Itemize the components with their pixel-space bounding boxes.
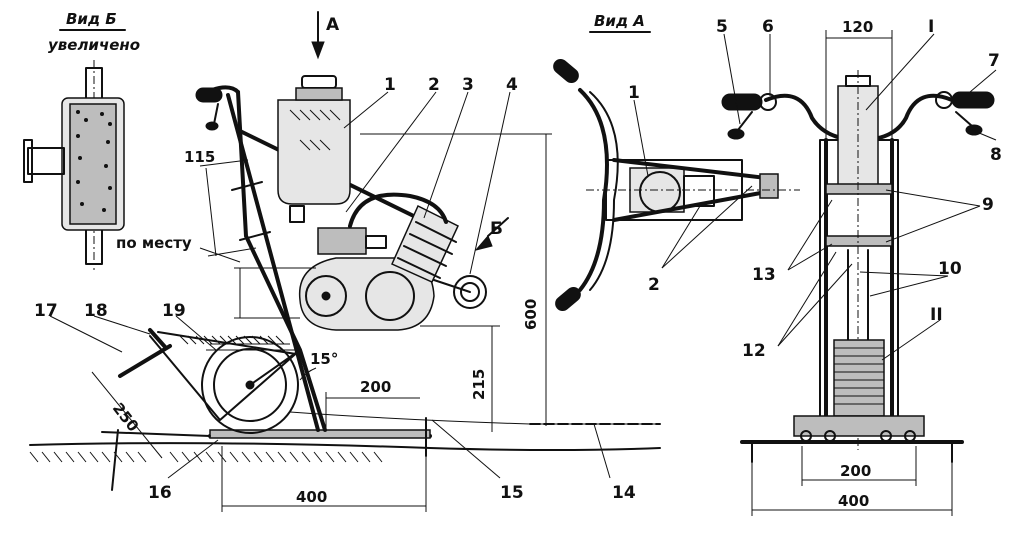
callout-19: 19 (162, 301, 186, 321)
dim-15deg: 15° (310, 350, 338, 368)
callout-11: II (930, 305, 943, 325)
anchor-spike (111, 429, 119, 491)
view-b-title: Вид Б (66, 10, 117, 28)
brake-lever (118, 344, 172, 378)
front-view: 120 200 400 I 5 6 7 8 9 10 II 12 13 (716, 17, 1002, 516)
view-a-grip-bottom (555, 287, 581, 311)
callout-1-side: 1 (384, 75, 396, 95)
callout-6: 6 (762, 17, 774, 37)
view-a-pulley (759, 173, 779, 199)
dim-400-side: 400 (296, 488, 327, 506)
dim-po-mestu: по месту (116, 234, 192, 252)
callout-7: 7 (988, 51, 1000, 71)
dimension-lines (91, 133, 552, 512)
engine-flywheel (305, 275, 347, 317)
dim-400-front: 400 (838, 492, 869, 510)
grip-left-front (721, 93, 763, 111)
callout-5: 5 (716, 17, 728, 37)
winch-drum (201, 336, 299, 434)
dim-600: 600 (522, 299, 540, 330)
ground-line (29, 442, 661, 451)
callout-10: 10 (938, 259, 962, 279)
side-view: А (29, 11, 661, 512)
dim-115: 115 (184, 148, 215, 166)
arrow-b-label: Б (490, 219, 503, 239)
callout-12: 12 (742, 341, 766, 361)
callout-1-front: I (928, 17, 934, 37)
dim-200-front: 200 (840, 462, 871, 480)
front-leaders (723, 33, 997, 361)
callout-15: 15 (500, 483, 524, 503)
view-a-leaders (633, 99, 753, 269)
callout-1-topview: 1 (628, 83, 640, 103)
fuel-tank (277, 99, 351, 205)
dim-215: 215 (470, 369, 488, 400)
callout-17: 17 (34, 301, 58, 321)
dim-250: 250 (109, 399, 142, 435)
arrow-a-label: А (326, 15, 340, 35)
callout-leaders (49, 91, 611, 479)
cable-rope (289, 411, 660, 425)
grip-right-front (951, 91, 995, 109)
view-a-grip-top (553, 59, 579, 83)
view-b-subtitle: увеличено (48, 36, 140, 54)
carburetor (317, 227, 367, 255)
callout-2-side: 2 (428, 75, 440, 95)
callout-4: 4 (506, 75, 518, 95)
callout-8: 8 (990, 145, 1002, 165)
front-winch-drum (833, 339, 885, 417)
view-a-title: Вид А (594, 12, 645, 30)
callout-14: 14 (612, 483, 636, 503)
dim-200-side: 200 (360, 378, 391, 396)
callout-3: 3 (462, 75, 474, 95)
callout-16: 16 (148, 483, 172, 503)
view-a-top: Вид А 1 2 (553, 12, 800, 311)
front-crossbar-upper (825, 183, 893, 195)
front-crossbar-lower (825, 235, 893, 247)
exhaust-pipe (348, 192, 448, 228)
callout-18: 18 (84, 301, 108, 321)
view-a-handlebar (578, 88, 609, 292)
handle-grip-left (195, 87, 223, 103)
view-b-hub (27, 147, 65, 175)
drive-pulley (453, 275, 487, 309)
callout-9: 9 (982, 195, 994, 215)
front-base (793, 415, 925, 437)
callout-13: 13 (752, 265, 776, 285)
view-b-winding (69, 103, 117, 225)
ground-hatch (29, 451, 383, 463)
front-dimension-lines (751, 30, 953, 516)
view-b-detail: Вид Б увеличено (23, 10, 140, 270)
engine-cylinder (391, 204, 459, 283)
view-a-arrow (311, 41, 325, 60)
dim-120: 120 (842, 18, 873, 36)
callout-2-topview: 2 (648, 275, 660, 295)
